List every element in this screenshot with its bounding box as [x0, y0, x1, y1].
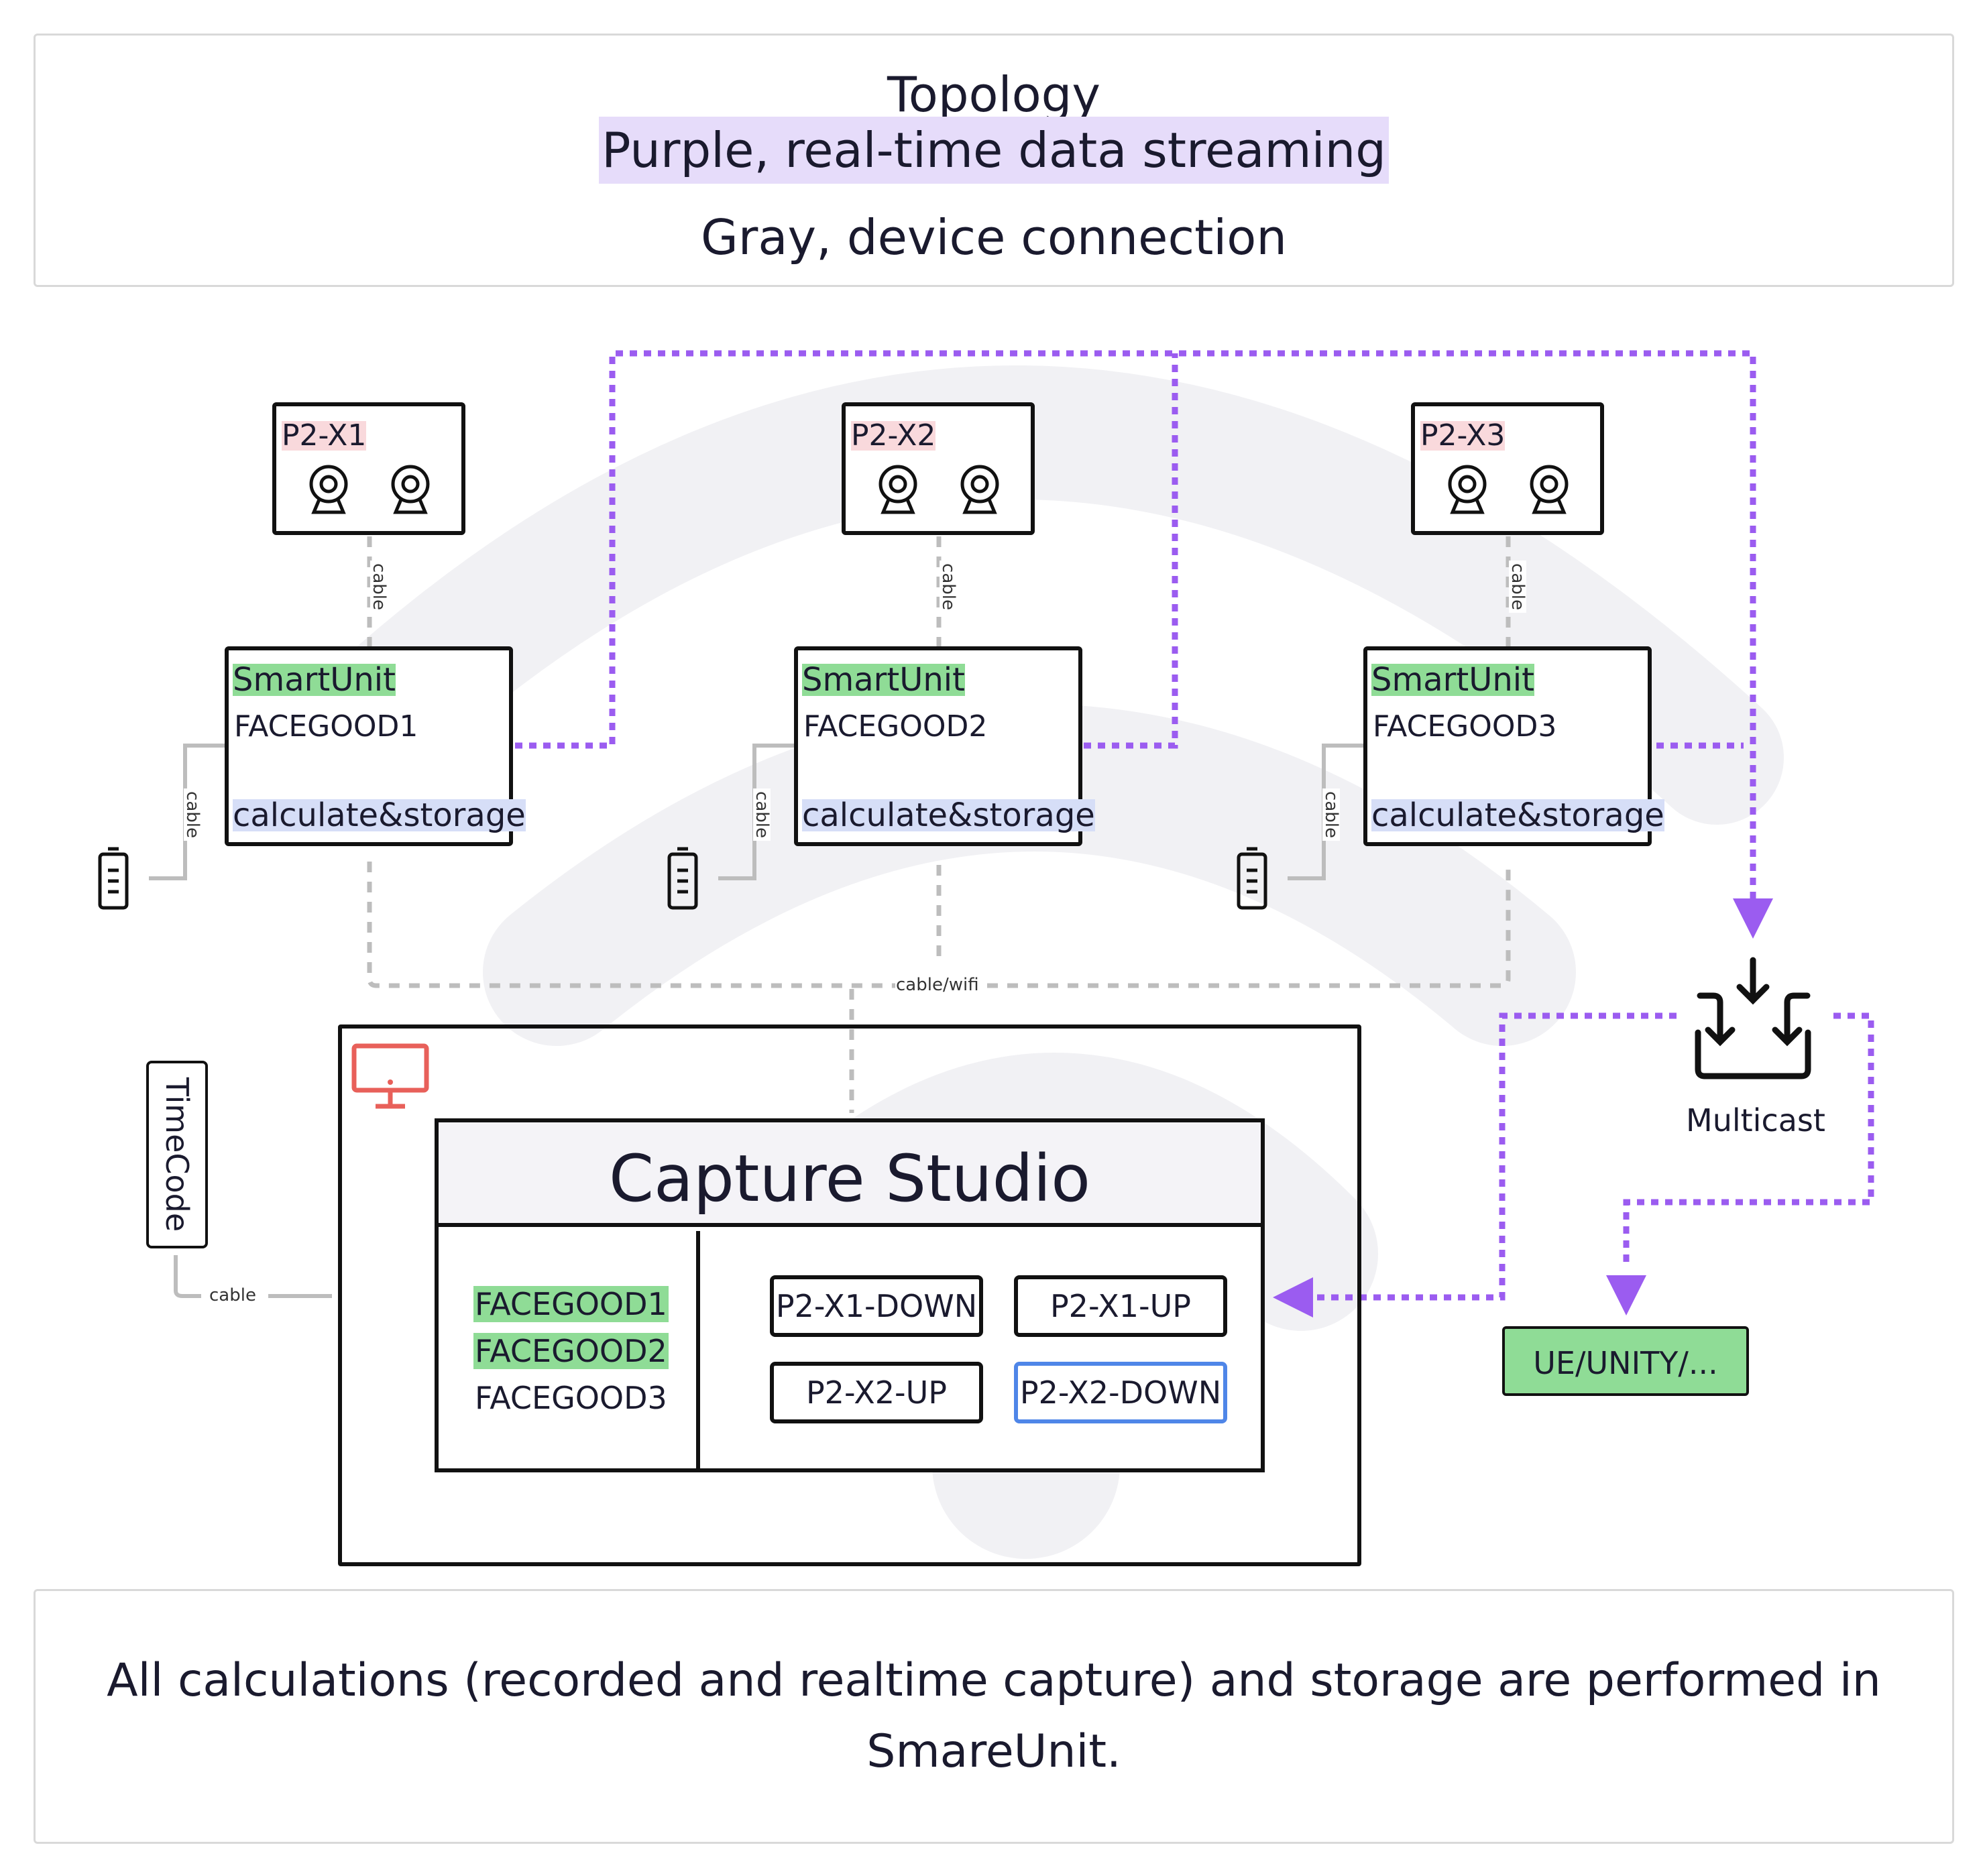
battery-cable-label: cable: [1321, 788, 1341, 841]
smartunit-label: SmartUnit: [802, 661, 965, 699]
capture-studio-window[interactable]: Capture Studio FACEGOOD1 FACEGOOD2 FACEG…: [435, 1118, 1265, 1472]
monitor-icon: [351, 1043, 429, 1109]
timecode-label: TimeCode: [159, 1077, 195, 1232]
smartunit-facegood3[interactable]: SmartUnit FACEGOOD3 calculate&storage: [1363, 646, 1664, 846]
multicast-icon: [1695, 957, 1811, 1079]
smartunit-role: calculate&storage: [802, 797, 1095, 834]
smartunit-facegood2[interactable]: SmartUnit FACEGOOD2 calculate&storage: [794, 646, 1095, 846]
camera-icon: [391, 465, 430, 514]
device-cable-label: cable: [1508, 561, 1528, 613]
camera-icon: [1530, 465, 1569, 514]
device-label: P2-X2: [851, 418, 936, 453]
smartunit-name: FACEGOOD2: [803, 709, 988, 744]
device-p2-x3[interactable]: P2-X3: [1411, 402, 1604, 535]
unit-list-item[interactable]: FACEGOOD3: [475, 1380, 667, 1416]
unit-list-item[interactable]: FACEGOOD1: [473, 1286, 669, 1322]
network-label: cable/wifi: [896, 975, 979, 995]
smartunit-facegood1[interactable]: SmartUnit FACEGOOD1 calculate&storage: [225, 646, 526, 846]
smartunit-label: SmartUnit: [233, 661, 396, 699]
battery-cable-label: cable: [182, 788, 203, 841]
legend-purple-label: Purple, real-time data streaming: [599, 117, 1389, 184]
stream-chip[interactable]: P2-X1-DOWN: [770, 1275, 983, 1337]
battery-icon: [98, 847, 129, 910]
device-cable-label: cable: [938, 561, 958, 613]
streaming-arrowheads: [1273, 898, 1773, 1317]
device-connections: [367, 536, 1511, 1113]
stream-chip[interactable]: P2-X2-UP: [770, 1362, 983, 1423]
unit-list-panel: FACEGOOD1 FACEGOOD2 FACEGOOD3: [439, 1231, 700, 1468]
capture-studio-titlebar: Capture Studio: [439, 1122, 1261, 1227]
camera-icon: [1448, 465, 1487, 514]
battery-cable-label: cable: [752, 788, 772, 841]
smartunit-name: FACEGOOD1: [234, 709, 418, 744]
device-p2-x1[interactable]: P2-X1: [272, 402, 465, 535]
stream-chip[interactable]: P2-X1-UP: [1014, 1275, 1227, 1337]
legend-gray: Gray, device connection: [701, 209, 1287, 266]
diagram-title: Topology: [887, 66, 1100, 123]
device-cable-label: cable: [369, 561, 389, 613]
smartunit-role: calculate&storage: [1371, 797, 1664, 834]
device-label: P2-X1: [282, 418, 367, 453]
legend-panel: Topology Purple, real-time data streamin…: [34, 34, 1954, 287]
unit-list-item[interactable]: FACEGOOD2: [473, 1333, 669, 1369]
smartunit-name: FACEGOOD3: [1373, 709, 1557, 744]
note-panel: All calculations (recorded and realtime …: [34, 1589, 1954, 1844]
engine-target-label: UE/UNITY/...: [1533, 1345, 1718, 1381]
battery-icon: [667, 847, 698, 910]
capture-studio-title: Capture Studio: [609, 1141, 1090, 1216]
battery-icon: [1237, 847, 1267, 910]
note-line-2: SmareUnit.: [866, 1725, 1121, 1778]
stream-chip-selected[interactable]: P2-X2-DOWN: [1014, 1362, 1227, 1423]
smartunit-label: SmartUnit: [1371, 661, 1534, 699]
note-line-1: All calculations (recorded and realtime …: [107, 1654, 1881, 1707]
smartunit-role: calculate&storage: [233, 797, 526, 834]
device-p2-x2[interactable]: P2-X2: [842, 402, 1035, 535]
timecode-cable-label: cable: [209, 1285, 256, 1305]
camera-icon: [309, 465, 348, 514]
camera-icon: [878, 465, 917, 514]
legend-purple: Purple, real-time data streaming: [36, 117, 1952, 184]
device-label: P2-X3: [1420, 418, 1506, 453]
timecode-device[interactable]: TimeCode: [146, 1061, 208, 1248]
multicast-label: Multicast: [1686, 1102, 1825, 1138]
workstation-frame: [338, 1024, 1361, 1566]
streaming-paths: [515, 350, 1874, 1301]
camera-icon: [960, 465, 999, 514]
engine-target[interactable]: UE/UNITY/...: [1502, 1326, 1749, 1396]
